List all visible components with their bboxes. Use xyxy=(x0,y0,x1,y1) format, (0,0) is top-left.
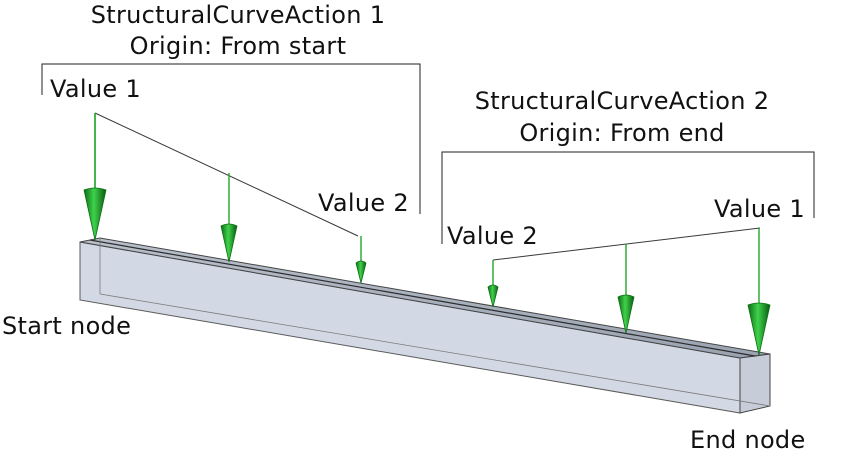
load-arrow-action-1-c xyxy=(355,236,367,284)
bracket-action-1 xyxy=(41,63,421,214)
action-1-value-start: Value 1 xyxy=(50,75,141,103)
load-arrow-action-2-b xyxy=(617,244,635,334)
load-arrow-action-1-a xyxy=(83,113,107,241)
arrow-cone xyxy=(747,302,771,356)
beam-side-face xyxy=(79,241,741,414)
beam xyxy=(79,237,771,414)
beam-hidden-edge-bottom xyxy=(99,293,771,407)
action-1-origin: Origin: From start xyxy=(129,32,347,60)
load-arrows xyxy=(83,113,771,356)
action-1-value-end: Value 2 xyxy=(318,189,409,217)
load-profile-action-1 xyxy=(94,112,359,237)
arrow-cone xyxy=(355,260,367,284)
action-2-value-start: Value 2 xyxy=(447,222,538,250)
arrow-cone xyxy=(220,223,238,263)
arrow-cone xyxy=(487,284,499,308)
arrow-cone xyxy=(83,187,107,241)
action-2-origin: Origin: From end xyxy=(519,119,725,147)
arrow-cone xyxy=(617,294,635,334)
action-2-title: StructuralCurveAction 2 xyxy=(474,87,770,115)
end-node-label: End node xyxy=(690,426,806,454)
action-2-value-end: Value 1 xyxy=(714,195,805,223)
load-arrow-action-1-b xyxy=(220,173,238,263)
beam-top-centerline xyxy=(89,239,756,357)
load-arrow-action-2-c xyxy=(747,228,771,356)
bracket-action-2 xyxy=(441,151,815,244)
action-1-title: StructuralCurveAction 1 xyxy=(90,1,386,29)
start-node-label: Start node xyxy=(2,312,132,340)
beam-end-face xyxy=(739,353,771,414)
load-arrow-action-2-a xyxy=(487,260,499,308)
